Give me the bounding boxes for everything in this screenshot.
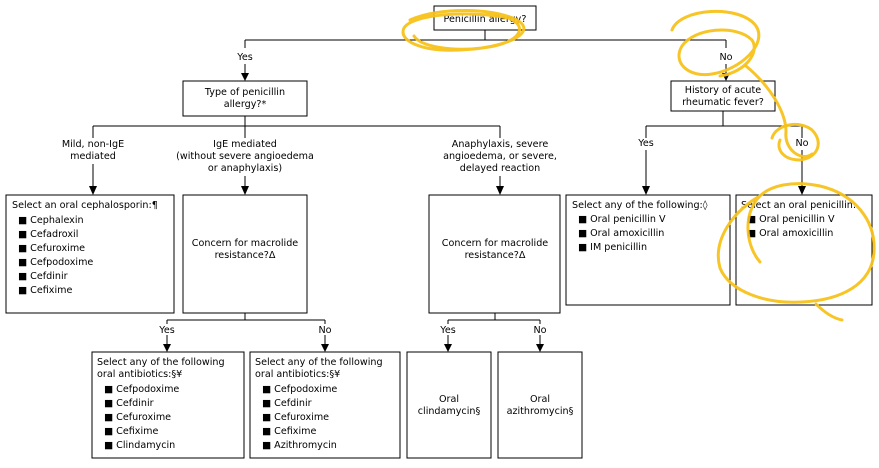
rheumatic-no-title: Select an oral penicillin: xyxy=(741,200,856,211)
history-no-label: No xyxy=(795,138,808,149)
allergy-type-node: Type of penicillin allergy?* xyxy=(182,80,308,117)
macrolide-1-yes-label: Yes xyxy=(158,325,175,336)
list-item: ■ Cefdinir xyxy=(262,398,312,409)
ige-line-1: IgE mediated xyxy=(213,139,277,150)
list-item: ■ Cefpodoxime xyxy=(18,257,93,268)
list-item: ■ Cephalexin xyxy=(18,215,84,226)
rheumatic-yes-list: ■ Oral penicillin V ■ Oral amoxicillin ■… xyxy=(578,214,666,253)
mild-line-1: Mild, non-IgE xyxy=(62,139,124,150)
ige-line-3: or anaphylaxis) xyxy=(208,163,282,174)
branch-yes-label: Yes xyxy=(236,52,253,63)
root-question-label: Penicillin allergy? xyxy=(444,14,527,25)
macrolide-1-line-1: Concern for macrolide xyxy=(192,238,298,249)
list-item: ■ Oral penicillin V xyxy=(747,214,835,225)
macrolide-question-node-1: Concern for macrolide resistance?Δ xyxy=(182,194,308,314)
oral-1-list: ■ Cefpodoxime ■ Cefdinir ■ Cefuroxime ■ … xyxy=(104,384,179,451)
connectors xyxy=(92,30,803,344)
macrolide-2-line-1: Concern for macrolide xyxy=(442,238,548,249)
macrolide-1-line-2: resistance?Δ xyxy=(215,250,276,261)
azithromycin-line-2: azithromycin§ xyxy=(507,406,574,417)
list-item: ■ Cefixime xyxy=(262,426,316,437)
list-item: ■ Cefuroxime xyxy=(104,412,171,423)
ige-branch-label: IgE mediated (without severe angioedema … xyxy=(176,139,314,174)
cephalosporin-title: Select an oral cephalosporin:¶ xyxy=(12,200,158,211)
rheumatic-no-options-box: Select an oral penicillin: ■ Oral penici… xyxy=(735,194,873,306)
list-item: ■ Oral amoxicillin xyxy=(578,228,664,239)
clindamycin-line-2: clindamycin§ xyxy=(418,406,481,417)
ige-line-2: (without severe angioedema xyxy=(176,151,314,162)
cephalosporin-box: Select an oral cephalosporin:¶ ■ Cephale… xyxy=(5,194,175,314)
branch-no-label: No xyxy=(719,52,732,63)
rheumatic-fever-line-1: History of acute xyxy=(685,85,761,96)
macrolide-question-node-2: Concern for macrolide resistance?Δ xyxy=(428,194,561,314)
oral-1-title-line-1: Select any of the following xyxy=(97,357,225,368)
scribble-history-no xyxy=(770,122,820,162)
list-item: ■ Cefdinir xyxy=(18,271,68,282)
rheumatic-no-list: ■ Oral penicillin V ■ Oral amoxicillin xyxy=(747,214,835,239)
anaphylaxis-branch-label: Anaphylaxis, severe angioedema, or sever… xyxy=(443,139,557,174)
clindamycin-line-1: Oral xyxy=(439,394,459,405)
highlighter-annotations xyxy=(401,8,876,322)
list-item: ■ Oral amoxicillin xyxy=(747,228,833,239)
macrolide-2-no-label: No xyxy=(533,325,546,336)
ana-line-3: delayed reaction xyxy=(460,163,540,174)
list-item: ■ Cefixime xyxy=(18,285,72,296)
list-item: ■ Cefpodoxime xyxy=(104,384,179,395)
list-item: ■ Cefdinir xyxy=(104,398,154,409)
list-item: ■ Cefpodoxime xyxy=(262,384,337,395)
scribble-no-box-tail xyxy=(814,302,844,322)
history-yes-label: Yes xyxy=(637,138,654,149)
scribble-no-box-circle xyxy=(716,182,876,304)
scribble-root xyxy=(401,8,526,52)
oral-antibiotics-box-2: Select any of the following oral antibio… xyxy=(249,351,401,459)
ana-line-2: angioedema, or severe, xyxy=(443,151,557,162)
mild-line-2: mediated xyxy=(70,151,116,162)
mild-branch-label: Mild, non-IgE mediated xyxy=(62,139,124,162)
list-item: ■ Cefadroxil xyxy=(18,229,78,240)
oral-2-title-line-1: Select any of the following xyxy=(255,357,383,368)
azithromycin-line-1: Oral xyxy=(530,394,550,405)
list-item: ■ IM penicillin xyxy=(578,242,647,253)
allergy-type-line-1: Type of penicillin xyxy=(204,87,285,98)
macrolide-2-line-2: resistance?Δ xyxy=(465,250,526,261)
list-item: ■ Oral penicillin V xyxy=(578,214,666,225)
list-item: ■ Cefuroxime xyxy=(262,412,329,423)
oral-azithromycin-box: Oral azithromycin§ xyxy=(497,351,583,459)
oral-clindamycin-box: Oral clindamycin§ xyxy=(406,351,492,459)
scribble-no-branch xyxy=(670,9,761,78)
list-item: ■ Cefuroxime xyxy=(18,243,85,254)
oral-2-title-line-2: oral antibiotics:§¥ xyxy=(255,369,340,380)
rheumatic-yes-title: Select any of the following:◊ xyxy=(572,200,708,211)
list-item: ■ Clindamycin xyxy=(104,440,175,451)
rheumatic-fever-line-2: rheumatic fever? xyxy=(682,97,764,108)
list-item: ■ Azithromycin xyxy=(262,440,337,451)
macrolide-2-yes-label: Yes xyxy=(439,325,456,336)
oral-1-title-line-2: oral antibiotics:§¥ xyxy=(97,369,182,380)
rheumatic-yes-options-box: Select any of the following:◊ ■ Oral pen… xyxy=(565,194,731,306)
allergy-type-line-2: allergy?* xyxy=(224,99,267,110)
scribble-no-arrow xyxy=(744,64,814,158)
ana-line-1: Anaphylaxis, severe xyxy=(452,139,549,150)
cephalosporin-list: ■ Cephalexin ■ Cefadroxil ■ Cefuroxime ■… xyxy=(18,215,93,296)
rheumatic-fever-node: History of acute rheumatic fever? xyxy=(670,80,776,112)
oral-antibiotics-box-1: Select any of the following oral antibio… xyxy=(91,351,245,459)
oral-2-list: ■ Cefpodoxime ■ Cefdinir ■ Cefuroxime ■ … xyxy=(262,384,337,451)
macrolide-1-no-label: No xyxy=(318,325,331,336)
list-item: ■ Cefixime xyxy=(104,426,158,437)
